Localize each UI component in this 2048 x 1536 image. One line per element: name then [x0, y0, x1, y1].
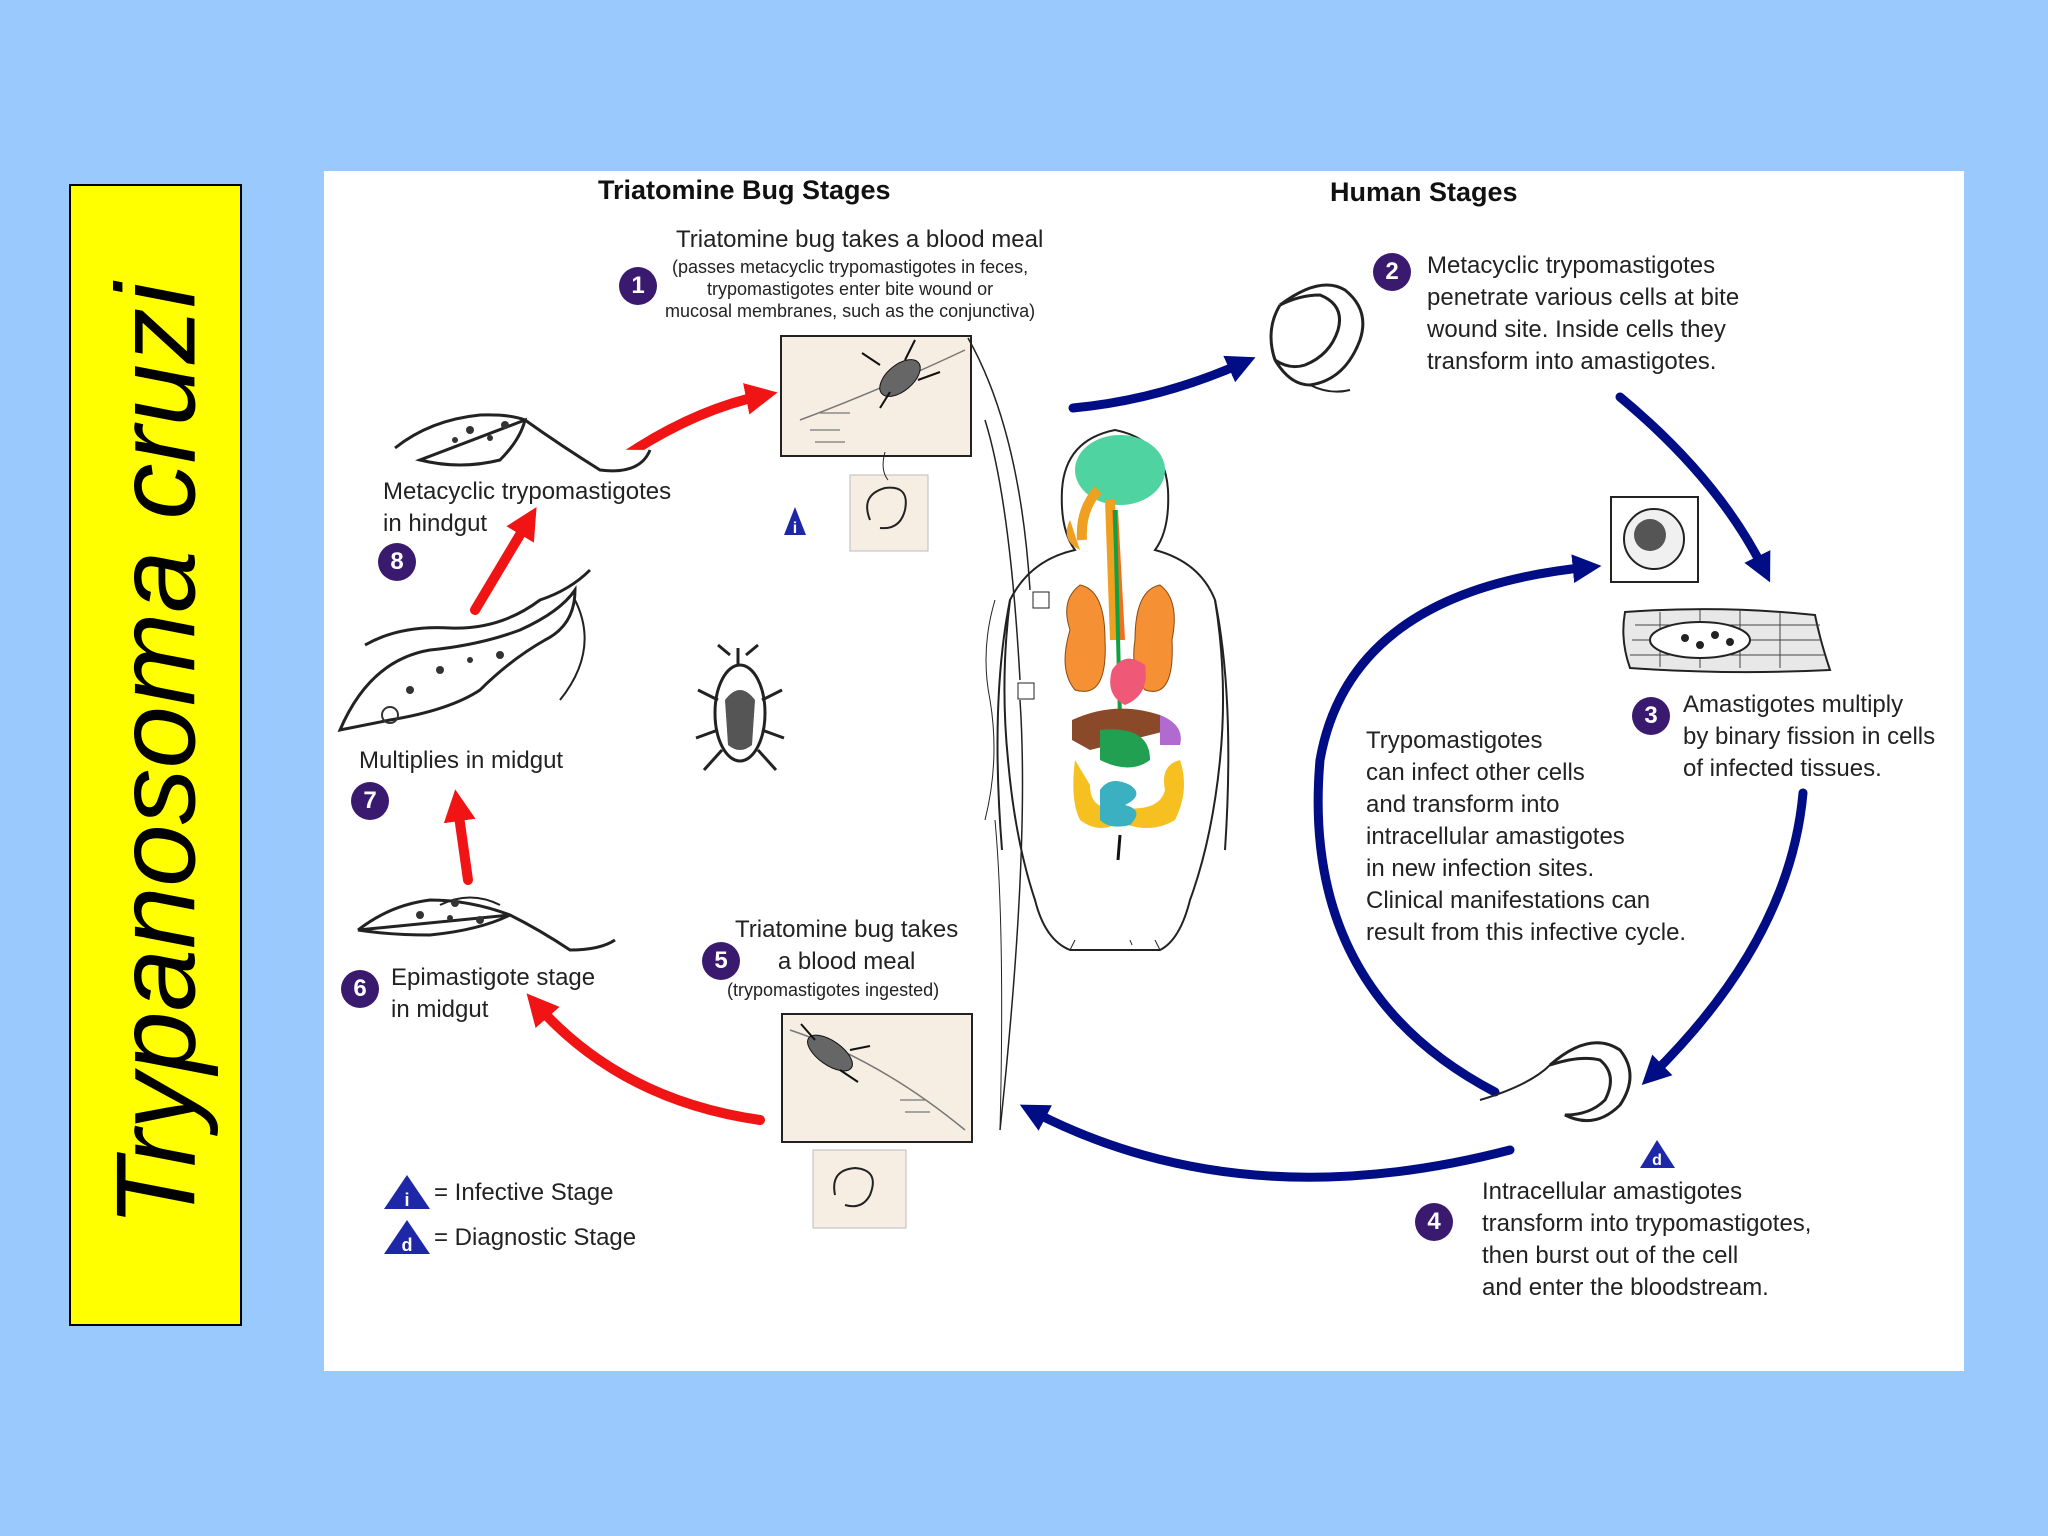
triatomine-bug-illustration [695, 643, 785, 772]
bug-stages-header: Triatomine Bug Stages [598, 175, 891, 205]
step-8-label: Metacyclic trypomastigotes in hindgut [383, 478, 672, 537]
arrow-6-to-7 [443, 789, 476, 885]
arrow-4-to-5 [1019, 1104, 1515, 1182]
svg-text:d: d [402, 1235, 413, 1255]
diagnostic-stage-marker: d [1640, 1140, 1675, 1169]
step-2-label: Metacyclic trypomastigotes penetrate var… [1427, 252, 1740, 375]
step-5-label: Triatomine bug takes a blood meal [735, 916, 959, 975]
step-8-badge: 8 [378, 543, 416, 581]
svg-text:i: i [793, 520, 797, 537]
human-body-illustration [967, 337, 1230, 1131]
step-3-label: Amastigotes multiply by binary fission i… [1683, 691, 1936, 782]
step-5-badge: 5 [702, 942, 740, 980]
step-7-label: Multiplies in midgut [359, 747, 564, 774]
step-1-sublabel: (passes metacyclic trypomastigotes in fe… [665, 257, 1036, 321]
infected-tissue-illustration [1622, 608, 1832, 674]
legend-diagnostic-triangle-icon: d [384, 1220, 430, 1255]
arrow-reinfection [1313, 554, 1602, 1097]
infective-stage-marker: i [784, 507, 806, 537]
dividing-epimastigotes-midgut-illustration [337, 568, 592, 733]
arrow-1-to-2 [1068, 355, 1256, 413]
step-1-label: Triatomine bug takes a blood meal [676, 226, 1044, 253]
arrow-3-to-4 [1641, 788, 1808, 1086]
bite-scene-5-illustration [781, 1013, 973, 1229]
metacyclic-trypomastigote-human-illustration [1269, 283, 1365, 393]
title-box: Trypanosoma cruzi [69, 184, 242, 1326]
legend-infective-label: = Infective Stage [434, 1179, 614, 1206]
step-6-badge: 6 [341, 970, 379, 1008]
step-7-badge: 7 [351, 782, 389, 820]
step-5-sublabel: (trypomastigotes ingested) [727, 980, 940, 1000]
step-2-badge: 2 [1373, 253, 1411, 291]
arrow-2-to-3 [1615, 392, 1771, 583]
step-1-badge: 1 [619, 267, 657, 305]
step-6-label: Epimastigote stage in midgut [391, 964, 596, 1023]
step-4-label: Intracellular amastigotes transform into… [1482, 1178, 1812, 1301]
arrow-5-to-6 [526, 993, 765, 1125]
bite-scene-1-illustration [780, 335, 972, 552]
lifecycle-panel [324, 171, 1964, 1371]
svg-text:i: i [404, 1190, 409, 1210]
step-4-badge: 4 [1415, 1203, 1453, 1241]
legend-infective-triangle-icon: i [384, 1175, 430, 1210]
trypomastigote-bloodstream-illustration [1479, 1041, 1632, 1123]
human-stages-header: Human Stages [1330, 177, 1518, 207]
epimastigote-midgut-illustration [357, 896, 616, 952]
legend-diagnostic-label: = Diagnostic Stage [434, 1224, 637, 1251]
step-3-badge: 3 [1632, 697, 1670, 735]
reinfection-note: Trypomastigotes can infect other cells a… [1366, 727, 1687, 946]
metacyclic-trypomastigote-hindgut-illustration [394, 413, 652, 473]
infected-cell-inset-illustration [1610, 496, 1699, 583]
svg-text:d: d [1652, 1152, 1662, 1169]
arrow-7-to-8 [470, 507, 537, 615]
